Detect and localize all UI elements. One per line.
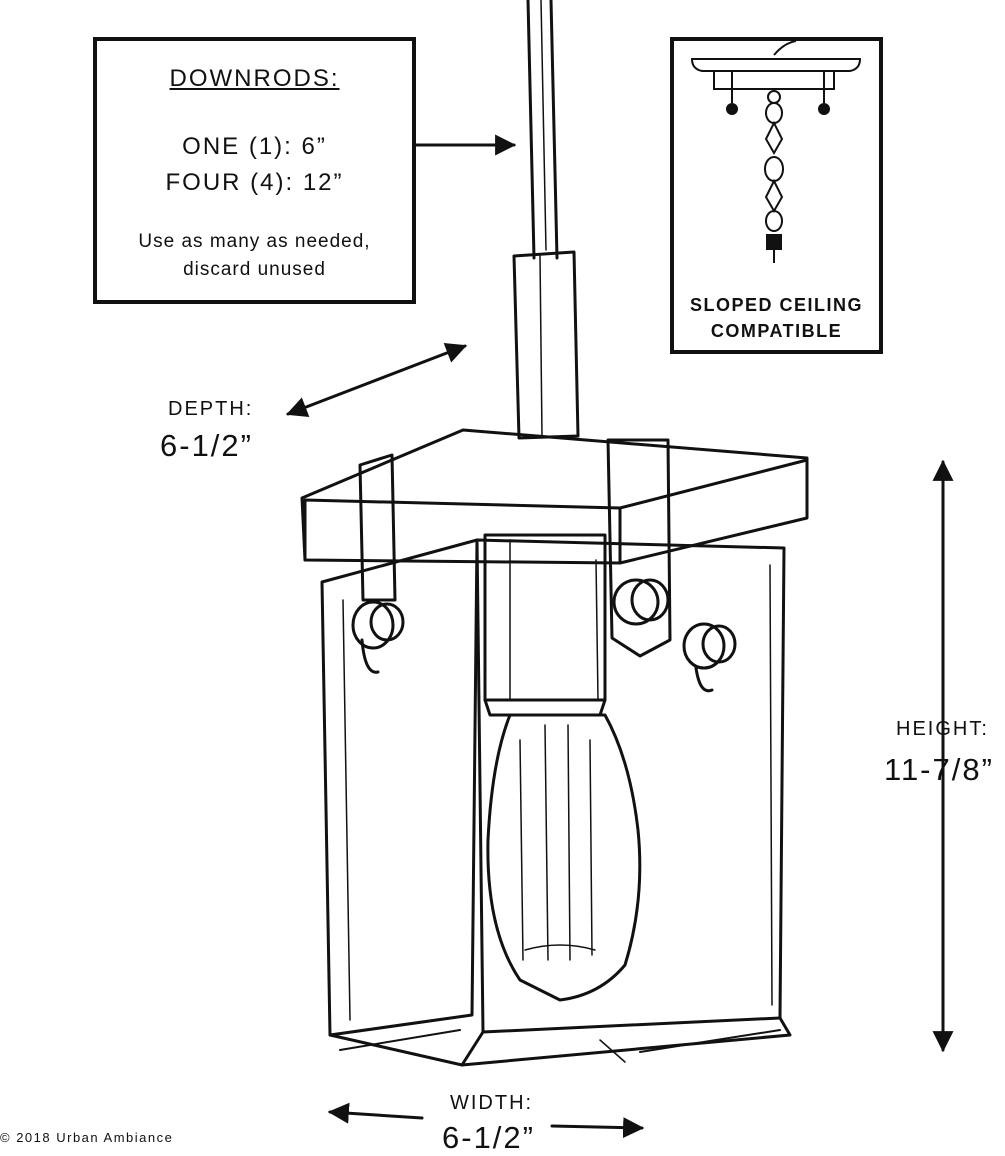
width-label: WIDTH: (450, 1092, 534, 1114)
downrod (512, 0, 580, 440)
sloped-ceiling-line-1: SLOPED CEILING (689, 295, 863, 315)
downrods-callout: DOWNRODS: ONE (1): 6” FOUR (4): 12” Use … (93, 37, 416, 304)
edison-bulb (486, 713, 642, 1002)
copyright-text: © 2018 Urban Ambiance (0, 1130, 174, 1145)
glass-shade (320, 538, 792, 1067)
sloped-ceiling-hook-icon (690, 41, 862, 263)
depth-label: DEPTH: (168, 398, 254, 420)
width-value: 6-1/2” (442, 1120, 535, 1155)
sloped-ceiling-line-2: COMPATIBLE (710, 321, 843, 341)
width-arrow-left (327, 1102, 424, 1124)
downrods-note-1: Use as many as needed, (138, 231, 371, 252)
width-arrow-right (550, 1117, 645, 1139)
depth-arrow (286, 342, 467, 418)
sloped-ceiling-callout: SLOPED CEILING COMPATIBLE (670, 37, 883, 354)
downrods-note-2: discard unused (183, 259, 326, 280)
downrods-one: ONE (1): 6” (182, 133, 327, 160)
depth-value: 6-1/2” (160, 428, 253, 463)
top-plate (300, 428, 809, 565)
height-label: HEIGHT: (896, 718, 989, 740)
height-value: 11-7/8” (884, 752, 994, 787)
downrods-title: DOWNRODS: (169, 65, 340, 92)
clip-straps (351, 438, 737, 693)
downrods-four: FOUR (4): 12” (165, 169, 344, 196)
